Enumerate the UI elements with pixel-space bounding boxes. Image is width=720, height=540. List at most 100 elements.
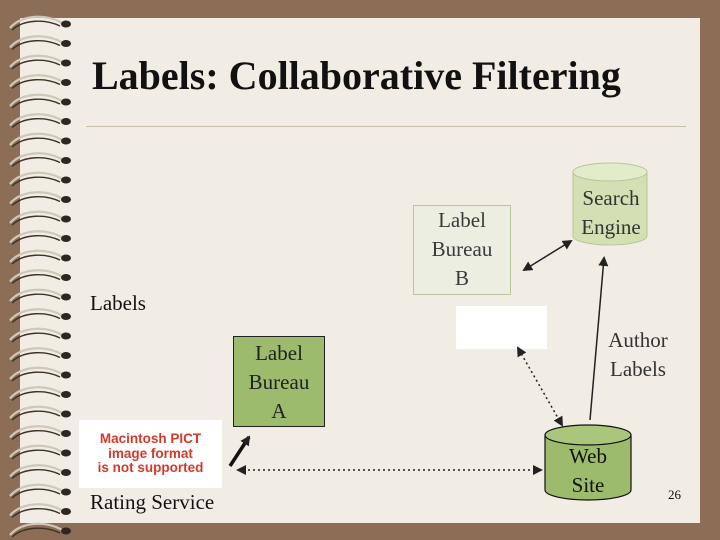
spiral-ring-shadow [11,352,61,363]
arrow-web-site-blank-box [517,346,563,427]
spiral-ring [9,132,63,146]
label-bureau-b-line1: Label [438,208,486,232]
spiral-hole [61,449,71,457]
spiral-ring [9,171,63,185]
spiral-hole [61,79,71,86]
spiral-ring [9,191,63,205]
arrow-rating-service-bureau-a [228,435,251,467]
spiral-hole [61,391,71,398]
spiral-hole [61,118,71,125]
spiral-ring-shadow [11,293,61,304]
spiral-ring [9,483,63,497]
spiral-ring [9,425,63,439]
spiral-ring [9,405,63,419]
spiral-ring-shadow [11,254,61,265]
spiral-ring [9,464,63,478]
spiral-hole [61,527,71,535]
web-site-line2: Site [571,473,605,497]
spiral-ring [9,288,63,302]
spiral-ring-shadow [11,430,61,441]
pict-placeholder-line1: Macintosh PICT [99,431,202,446]
arrow-bureau-b-search-engine [522,239,573,272]
spiral-hole [61,59,71,67]
author-labels-line2: Labels [610,357,666,381]
spiral-hole [61,196,71,203]
spiral-ring-shadow [11,235,61,246]
spiral-hole [61,508,71,515]
search-engine-cylinder [572,162,648,246]
spiral-ring-shadow [11,137,61,148]
spiral-ring [9,444,63,458]
spiral-ring-shadow [11,469,61,480]
spiral-ring-shadow [11,157,61,168]
spiral-hole [61,469,71,476]
spiral-ring [9,152,63,166]
labels-text: Labels [90,291,146,315]
spiral-ring [9,503,63,517]
spiral-ring-shadow [11,332,61,343]
label-bureau-a-line1: Label [255,341,303,365]
spiral-ring-shadow [11,118,61,129]
spiral-hole [61,215,71,223]
spiral-ring [9,269,63,283]
spiral-ring-shadow [11,391,61,402]
pict-placeholder-line2: image format [108,445,193,461]
spiral-ring-shadow [11,40,61,51]
spiral-ring-shadow [11,508,61,519]
spiral-hole [61,254,71,262]
web-site-line1: Web [569,444,607,468]
spiral-ring-shadow [11,527,61,538]
spiral-ring [9,35,63,49]
spiral-ring-shadow [11,410,61,421]
spiral-ring-shadow [11,59,61,70]
label-bureau-a: Label Bureau A [233,336,325,427]
spiral-hole [61,40,71,47]
spiral-hole [61,488,71,496]
title-divider [86,126,686,127]
author-labels-text: Author Labels [603,326,673,384]
pict-placeholder-line3: is not supported [97,460,204,475]
spiral-ring [9,113,63,127]
spiral-hole [61,410,71,418]
spiral-binding [9,15,71,538]
spiral-hole [61,293,71,301]
label-bureau-b-line3: B [454,266,469,290]
spiral-hole [61,371,71,379]
spiral-ring [9,54,63,68]
spiral-ring-shadow [11,274,61,285]
label-bureau-a-line2: Bureau [248,370,310,394]
pict-placeholder-image: Macintosh PICT image format is not suppo… [79,420,222,488]
spiral-ring [9,522,63,536]
spiral-ring [9,74,63,88]
spiral-ring-shadow [11,488,61,499]
spiral-hole [61,20,71,28]
spiral-ring [9,15,63,29]
spiral-ring-shadow [11,449,61,460]
spiral-ring-shadow [11,79,61,90]
spiral-hole [61,274,71,281]
author-labels-line1: Author [608,328,668,352]
spiral-hole [61,137,71,145]
page-number: 26 [668,487,681,502]
label-bureau-a-line3: A [271,399,287,423]
blank-image-box [456,306,547,349]
spiral-ring-shadow [11,176,61,187]
spiral-ring-shadow [11,215,61,226]
arrow-author-labels-search-engine [589,256,609,421]
spiral-ring [9,347,63,361]
spiral-hole [61,176,71,184]
label-bureau-b: Label Bureau B [413,205,511,295]
spiral-ring [9,327,63,341]
rating-service-text: Rating Service [90,490,215,514]
spiral-ring-shadow [11,98,61,109]
spiral-ring [9,386,63,400]
web-site-cylinder [544,424,632,501]
spiral-ring [9,308,63,322]
spiral-hole [61,313,71,320]
spiral-ring [9,210,63,224]
slide-title: Labels: Collaborative Filtering [92,53,621,98]
search-engine-line2: Engine [581,215,641,239]
label-bureau-b-line2: Bureau [431,237,493,261]
